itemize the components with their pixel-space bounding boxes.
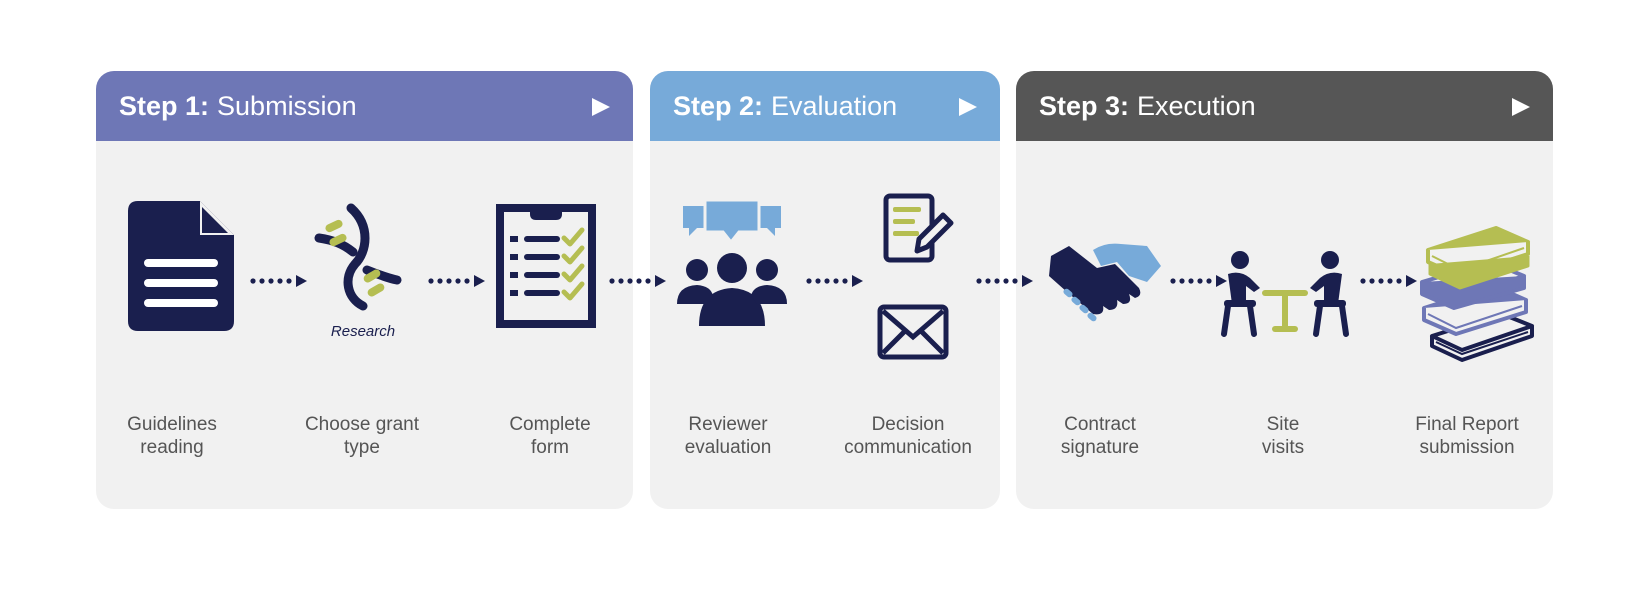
dna-icon [311, 203, 403, 311]
step-3-header: Step 3: Execution [1016, 71, 1553, 141]
arrow-right-icon [806, 274, 864, 288]
letter-envelope-icon [877, 193, 955, 360]
step-1-number: Step 1: [119, 90, 210, 121]
label-contract-signature: Contract signature [1010, 413, 1190, 459]
arrow-right-icon [428, 274, 486, 288]
step-3-number: Step 3: [1039, 90, 1130, 121]
play-icon [959, 98, 977, 116]
arrow-right-icon [976, 274, 1034, 288]
research-caption: Research [330, 323, 396, 340]
label-line-2: evaluation [684, 437, 772, 458]
arrow-right-icon [250, 274, 308, 288]
label-line-1: Guidelines [127, 414, 217, 435]
step-3-name: Execution [1137, 90, 1256, 121]
label-line-2: signature [1060, 437, 1140, 458]
arrow-right-icon [1360, 274, 1418, 288]
step-2-header: Step 2: Evaluation [650, 71, 1000, 141]
label-choose-grant-type: Choose grant type [272, 413, 452, 459]
book-stack-icon [1418, 222, 1536, 364]
document-icon [128, 201, 234, 331]
label-site-visits: Site visits [1193, 413, 1373, 459]
label-line-1: Choose grant [304, 414, 420, 435]
label-line-1: Final Report [1415, 414, 1519, 435]
step-1-header: Step 1: Submission [96, 71, 633, 141]
label-line-1: Decision [871, 414, 945, 435]
clipboard-checklist-icon [496, 204, 596, 328]
step-2-name: Evaluation [771, 90, 898, 121]
step-2-panel: Step 2: Evaluation [650, 71, 1000, 509]
label-reviewer-evaluation: Reviewer evaluation [638, 413, 818, 459]
step-2-number: Step 2: [673, 90, 764, 121]
arrow-right-icon [1170, 274, 1228, 288]
label-final-report-submission: Final Report submission [1377, 413, 1557, 459]
label-line-2: type [344, 437, 380, 458]
play-icon [1512, 98, 1530, 116]
label-line-1: Contract [1064, 414, 1136, 435]
label-line-2: form [531, 437, 569, 458]
label-guidelines-reading: Guidelines reading [82, 413, 262, 459]
meeting-table-icon [1221, 250, 1349, 337]
label-line-1: Reviewer [688, 414, 768, 435]
label-line-2: reading [140, 437, 204, 458]
play-icon [592, 98, 610, 116]
label-line-1: Site [1266, 414, 1300, 435]
label-complete-form: Complete form [460, 413, 640, 459]
label-line-1: Complete [509, 414, 591, 435]
label-line-2: submission [1419, 437, 1515, 458]
step-1-name: Submission [217, 90, 357, 121]
label-decision-communication: Decision communication [818, 413, 998, 459]
handshake-icon [1049, 242, 1161, 324]
label-line-2: visits [1261, 437, 1305, 458]
arrow-right-icon [609, 274, 667, 288]
group-discussion-icon [677, 198, 787, 326]
label-line-2: communication [844, 437, 972, 458]
